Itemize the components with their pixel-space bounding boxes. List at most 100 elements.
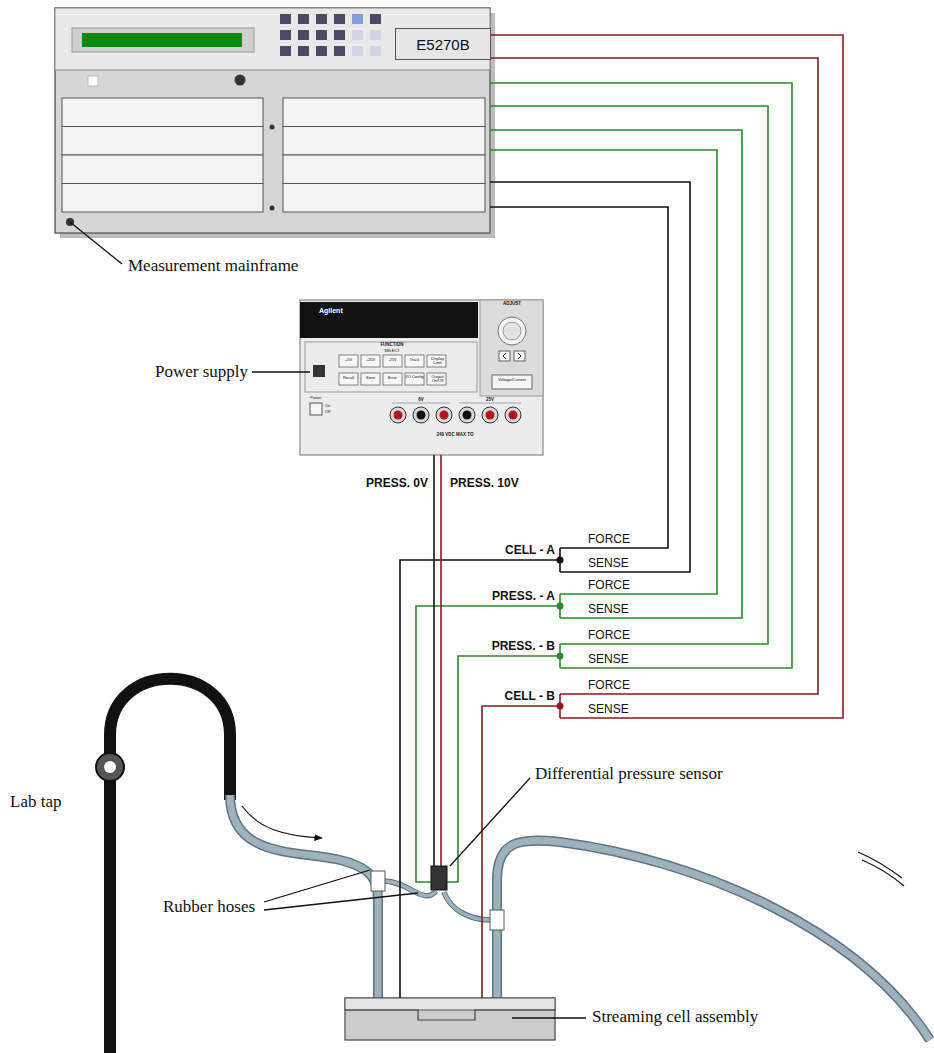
function-buttons <box>339 355 358 367</box>
output-terminals <box>486 411 495 420</box>
node-text: Agilent <box>319 307 343 314</box>
lab-tap <box>110 679 230 1053</box>
keypad-keys <box>352 14 363 24</box>
lab-tap <box>96 679 230 1053</box>
function-buttons <box>361 355 380 367</box>
callout-label: Measurement mainframe <box>128 256 298 276</box>
power-supply-housing <box>480 300 543 396</box>
power-supply-housing <box>305 342 477 392</box>
rubber-hose <box>490 910 504 930</box>
panel-text: Power <box>310 396 321 400</box>
mainframe-housing <box>88 76 98 86</box>
button-text: Display Limit <box>429 357 447 365</box>
function-buttons <box>405 373 424 385</box>
leader-line <box>450 778 530 866</box>
signal-name: CELL - A <box>505 543 555 557</box>
module-slots <box>62 184 263 213</box>
pin-name: SENSE <box>588 652 629 666</box>
keypad-keys <box>316 30 327 40</box>
leader-line <box>252 372 310 373</box>
power-supply-housing <box>503 322 521 340</box>
rubber-hose <box>371 871 385 891</box>
leader-line <box>66 218 122 264</box>
module-slots <box>62 98 485 212</box>
rubber-hose <box>444 892 491 920</box>
callout-label: Streaming cell assembly <box>592 1007 758 1027</box>
function-buttons <box>427 355 446 367</box>
leader-line <box>252 371 310 372</box>
power-supply-housing <box>392 403 450 404</box>
power-supply-housing <box>492 375 532 389</box>
rubber-hose <box>230 795 378 998</box>
flow-arrow <box>862 860 904 886</box>
output-terminals <box>394 411 403 420</box>
mainframe-housing <box>270 125 275 130</box>
keypad-keys <box>298 30 309 40</box>
terminal-dot <box>557 653 564 660</box>
button-text: Recall <box>343 376 354 380</box>
button-text: Store <box>366 376 376 380</box>
keypad-keys <box>316 14 327 24</box>
keypad-keys <box>298 14 309 24</box>
wire-label: PRESS. 0V <box>366 476 428 490</box>
panel-text: ADJUST <box>503 302 521 307</box>
module-slots <box>283 98 485 127</box>
keypad-keys <box>280 14 291 24</box>
keypad-keys <box>370 30 381 40</box>
power-supply-housing <box>310 403 322 415</box>
flow-arrow <box>858 852 902 878</box>
mainframe-housing <box>235 75 246 86</box>
output-terminals <box>505 407 521 423</box>
mainframe-housing <box>270 206 275 211</box>
output-terminals <box>482 407 498 423</box>
pressure-sensor <box>431 866 447 890</box>
flow-arrow <box>242 806 322 838</box>
button-text: Output On/Off <box>429 375 447 383</box>
leader-line <box>264 778 586 1018</box>
power-supply-housing <box>459 403 521 404</box>
signal-wire <box>490 130 742 618</box>
signal-wire <box>416 606 560 882</box>
function-buttons <box>405 355 424 367</box>
leader-line <box>70 222 122 264</box>
function-buttons <box>339 355 446 385</box>
streaming-cell <box>345 998 555 1010</box>
module-slots <box>283 155 485 184</box>
keypad-keys <box>352 30 363 40</box>
module-slots <box>62 155 263 184</box>
output-terminals <box>390 407 521 423</box>
output-terminals <box>390 407 406 423</box>
power-supply-housing <box>300 300 543 455</box>
function-buttons <box>383 355 402 367</box>
power-supply-housing <box>313 365 325 377</box>
module-slots <box>62 127 263 156</box>
keypad-keys <box>334 30 345 40</box>
keypad-keys <box>280 46 291 56</box>
button-text: I/O Config <box>406 375 424 379</box>
output-terminals <box>440 411 449 420</box>
keypad-keys <box>298 46 309 56</box>
power-supply-housing <box>300 300 543 455</box>
lab-tap <box>96 753 124 781</box>
signal-wire <box>433 455 435 866</box>
power-supply-housing <box>518 353 521 359</box>
signal-wire <box>490 83 792 668</box>
keypad-keys <box>280 30 291 40</box>
rubber-hose <box>497 841 930 1040</box>
output-terminals <box>413 407 429 423</box>
pin-name: FORCE <box>588 628 630 642</box>
signal-wire <box>490 58 818 694</box>
output-terminals <box>463 411 472 420</box>
mainframe-housing <box>82 33 242 47</box>
signal-wire <box>490 207 668 548</box>
function-buttons <box>339 373 358 385</box>
pin-name: FORCE <box>588 578 630 592</box>
function-buttons <box>361 373 380 385</box>
leader-line <box>264 870 370 902</box>
button-text: -25V <box>388 358 396 362</box>
module-slots <box>62 98 263 127</box>
pin-name: FORCE <box>588 678 630 692</box>
keypad-keys <box>334 14 345 24</box>
